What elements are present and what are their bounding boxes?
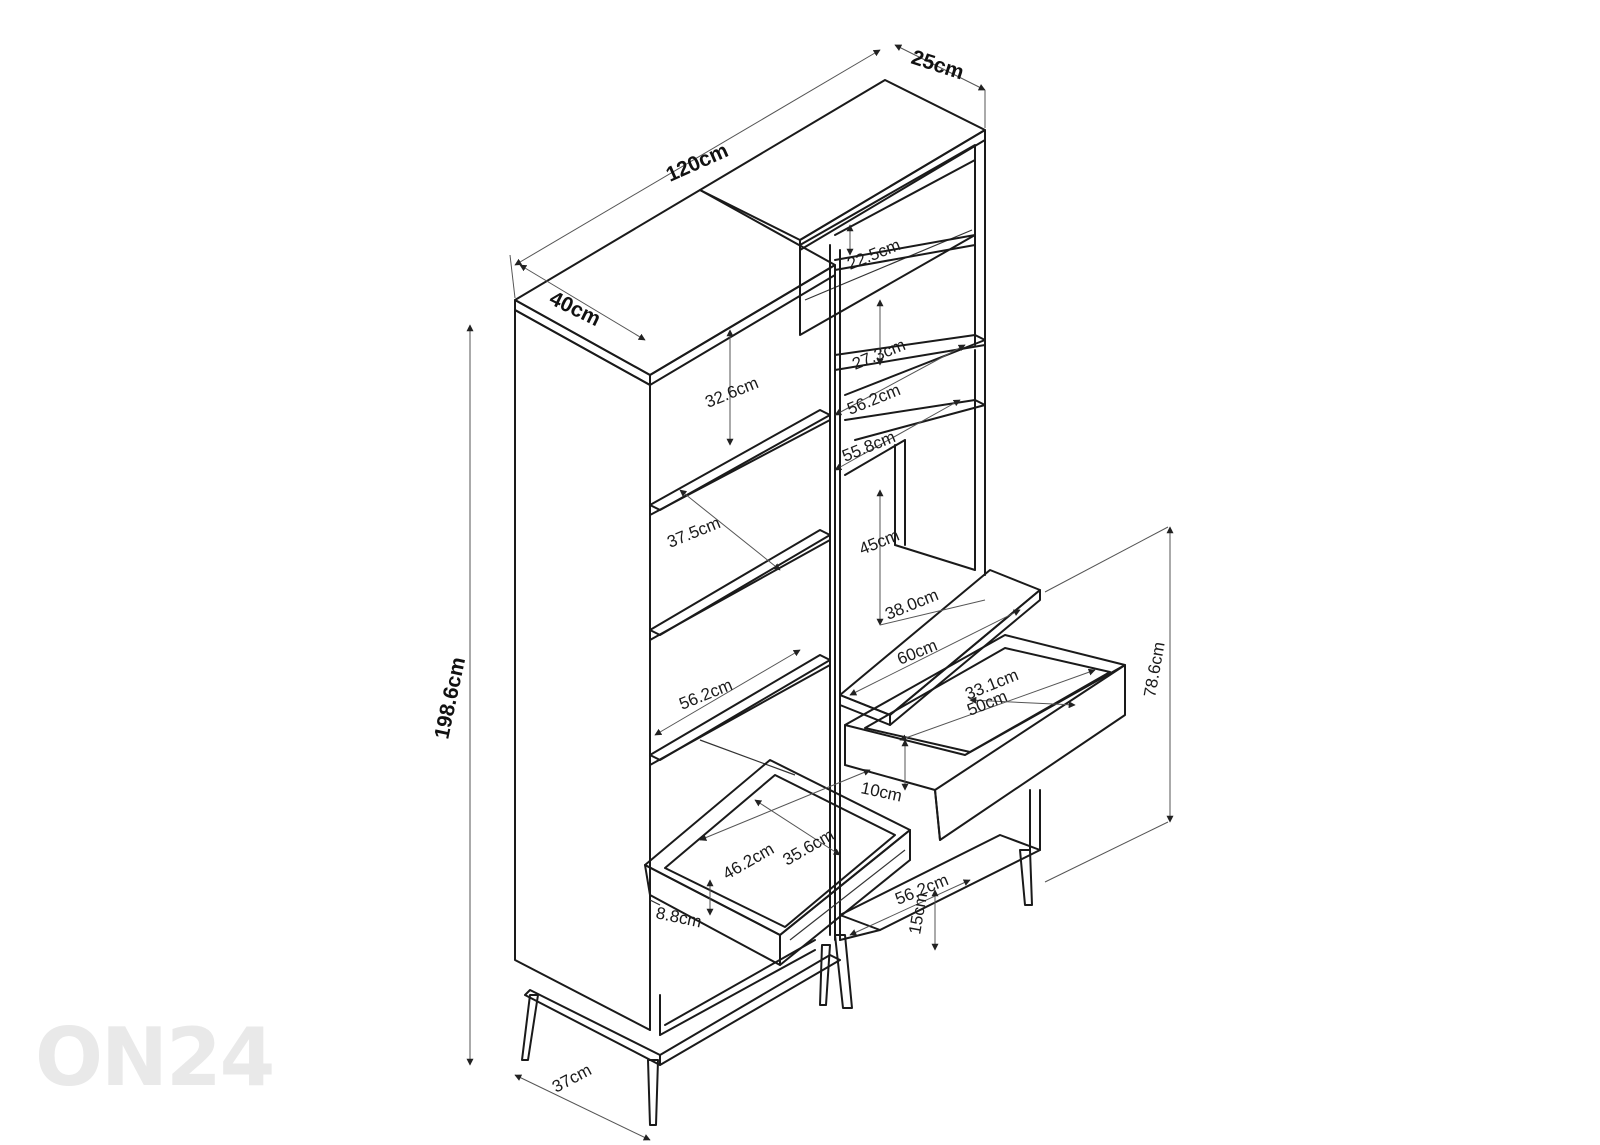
label-depth-tall: 40cm <box>546 287 604 331</box>
right-upper-unit <box>699 79 986 576</box>
label-left-drawer-height: 8.8cm <box>654 903 703 931</box>
label-drawer-height: 10cm <box>859 778 904 805</box>
left-tall-unit <box>514 189 841 1126</box>
label-desk-width: 60cm <box>894 636 940 669</box>
watermark-logo: ON24 <box>35 1011 273 1104</box>
label-upper-shelf-height: 22.5cm <box>844 235 903 274</box>
label-total-height: 198.6cm <box>430 655 470 741</box>
right-drawer <box>844 634 1126 841</box>
label-upper-shelf-height-2: 27.3cm <box>849 335 908 374</box>
label-left-drawer-width: 46.2cm <box>720 839 778 883</box>
dimension-lines <box>466 44 1174 1141</box>
label-desk-opening-height: 45cm <box>856 526 902 559</box>
label-total-width: 120cm <box>663 139 732 187</box>
label-desk-height: 78.6cm <box>1140 640 1168 698</box>
label-tall-shelf-width: 56.2cm <box>676 675 735 714</box>
label-tall-shelf-height-2: 37.5cm <box>664 513 723 552</box>
label-base-depth: 37cm <box>549 1060 595 1096</box>
label-tall-shelf-height-1: 32.6cm <box>702 373 761 412</box>
label-frame-width: 55.8cm <box>839 427 898 466</box>
label-depth-top: 25cm <box>908 46 966 84</box>
